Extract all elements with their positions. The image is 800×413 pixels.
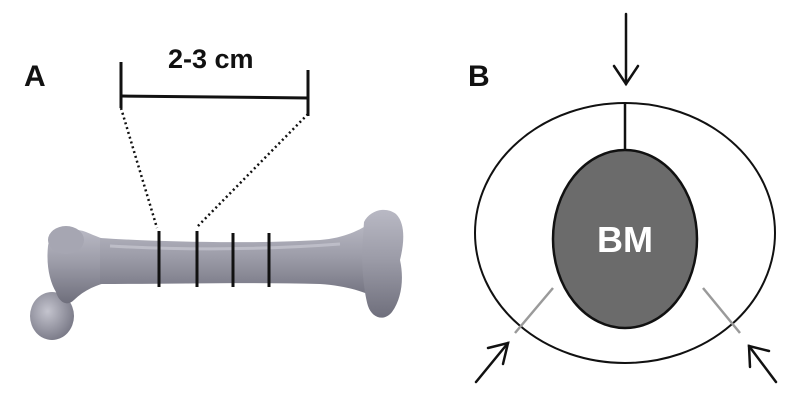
section-marks [157,231,271,287]
arrow-lower-left-icon [474,341,510,384]
shaft-highlight [109,242,341,251]
projection-lines [119,107,309,229]
cut-line-lower-right [702,287,741,334]
panel-a: A 2-3 cm [24,44,404,340]
panel-b-letter: B [468,60,490,93]
greater-trochanter [48,226,84,254]
cut-lines [514,103,741,334]
panel-a-letter: A [24,60,46,93]
bone-marrow-label: BM [597,219,653,260]
dimension-label: 2-3 cm [168,44,254,74]
projection-line-left [119,107,159,229]
femur-bone [30,209,404,340]
femoral-head [30,292,74,340]
arrow-top-icon [612,12,640,87]
arrow-lower-right-icon [747,344,778,384]
cut-line-lower-left [514,287,554,334]
bracket-bar [120,94,309,100]
dimension-bracket [119,62,310,116]
projection-line-right [195,113,309,229]
arrows [474,12,778,384]
panel-b: B BM [468,12,778,384]
femur-shaft [100,222,380,300]
femur-distal-end [362,209,404,318]
